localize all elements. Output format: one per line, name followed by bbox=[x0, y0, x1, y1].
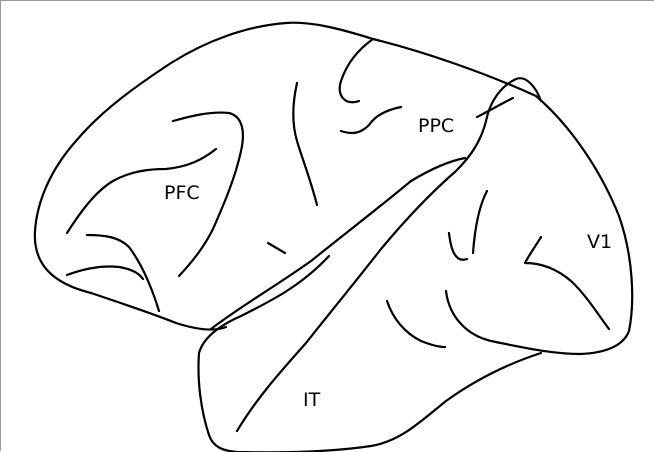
lateral-sulcus bbox=[209, 156, 467, 331]
central-sulcus bbox=[292, 81, 319, 207]
parietal-loop bbox=[338, 37, 375, 104]
occipital-fold-inner bbox=[471, 189, 489, 255]
small-frontal-dash bbox=[266, 241, 287, 255]
frontal-lobe-outline bbox=[33, 21, 375, 331]
ventral-frontal-sulcus bbox=[85, 233, 161, 313]
ppc-label: PPC bbox=[418, 115, 454, 137]
occipital-lobe-outline bbox=[371, 37, 634, 356]
orbital-fold bbox=[65, 265, 145, 281]
principal-sulcus bbox=[65, 147, 218, 235]
calcarine-sulcus bbox=[523, 235, 611, 331]
pfc-label: PFC bbox=[164, 182, 200, 204]
ppc-sulcus bbox=[475, 96, 515, 119]
inferior-temporal-sulcus bbox=[385, 299, 447, 349]
intraparietal-sulcus bbox=[339, 105, 403, 135]
arcuate-sulcus bbox=[171, 111, 245, 278]
it-label: IT bbox=[303, 389, 321, 411]
occipital-fold-upper bbox=[447, 231, 469, 261]
v1-label: V1 bbox=[587, 231, 612, 253]
superior-temporal-sulcus bbox=[235, 77, 543, 433]
